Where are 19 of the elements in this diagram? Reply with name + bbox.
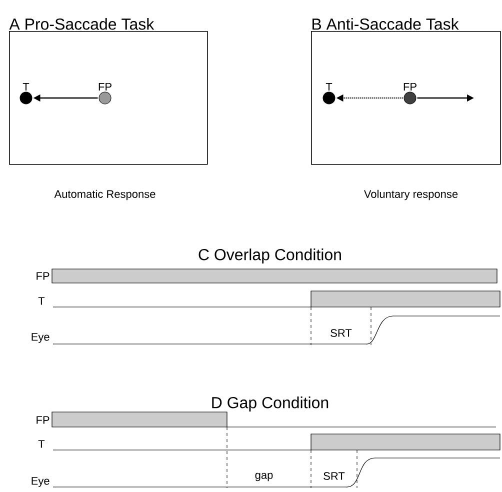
node-label: T — [326, 82, 332, 91]
row-label: Eye — [32, 333, 50, 343]
node-label: FP — [98, 82, 112, 91]
row-label: T — [38, 297, 45, 305]
node-label: FP — [404, 82, 416, 91]
interval-label: SRT — [324, 472, 345, 480]
row-label: FP — [36, 272, 50, 280]
node-label: B Anti-Saccade Task — [312, 18, 459, 30]
row-label: Eye — [32, 477, 50, 487]
interval-label: SRT — [330, 329, 352, 337]
chart-title: C Overlap Condition — [198, 248, 341, 264]
row-label: FP — [36, 416, 50, 424]
interval-label: gap — [255, 472, 273, 482]
chart-title: D Gap Condition — [212, 396, 328, 412]
row-label: T — [38, 440, 45, 448]
node-label: A Pro-Saccade Task — [9, 18, 154, 30]
node-label: T — [22, 82, 30, 91]
node-label: Automatic Response — [54, 190, 156, 200]
node-label: Voluntary response — [364, 190, 458, 200]
